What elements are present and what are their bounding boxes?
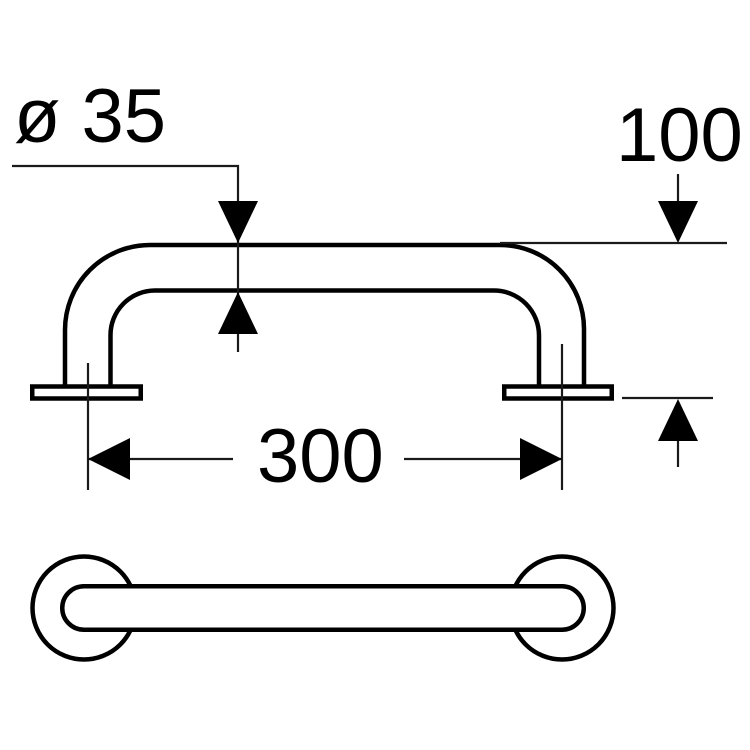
top-view [30,554,616,662]
projection-arrow-up-icon [658,399,698,441]
projection-label: 100 [616,93,743,178]
projection-arrow-down-icon [658,201,698,243]
side-view [30,242,614,401]
dimension-projection: 100 [500,93,743,467]
center-distance-label: 300 [257,414,384,499]
dimension-diameter: ø 35 [12,74,258,352]
right-flange [502,384,614,401]
center-distance-arrow-left-icon [88,438,130,480]
diameter-arrow-down-icon [218,201,258,243]
dimension-center-distance: 300 [86,344,564,499]
diameter-leader-line [12,164,240,352]
diameter-arrow-up-icon [218,292,258,334]
center-distance-arrow-right-icon [520,438,562,480]
bar-plan [60,584,586,632]
diameter-label: ø 35 [14,74,166,159]
tube-inner-profile [108,288,542,386]
tube-outer-profile [62,242,587,386]
left-flange [30,384,143,401]
